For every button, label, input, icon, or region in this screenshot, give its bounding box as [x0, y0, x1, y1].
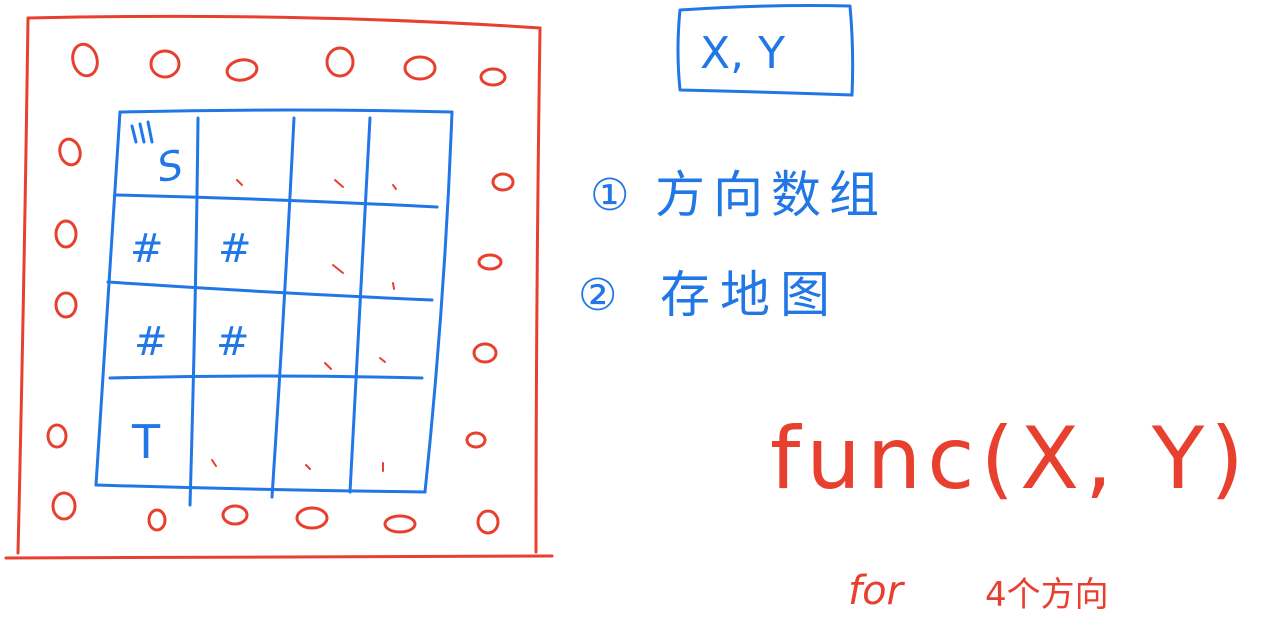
zero-mark: [71, 42, 99, 78]
zero-mark: [54, 291, 78, 319]
wall-label: #: [134, 319, 168, 365]
wall-label: #: [218, 226, 252, 272]
start-label: S: [154, 142, 187, 192]
note-2: ② 存地图: [578, 266, 840, 324]
zero-mark: [295, 506, 329, 530]
zero-mark: [147, 508, 167, 532]
note-1: ① 方向数组: [590, 166, 887, 224]
zero-mark: [479, 67, 507, 87]
function-call: func(X, Y): [770, 409, 1250, 509]
loop-note: for 4个方向: [848, 568, 1109, 615]
note-1-marker: ①: [590, 170, 629, 221]
zero-mark: [58, 137, 82, 167]
zero-mark: [472, 342, 498, 364]
zero-mark: [54, 219, 78, 249]
loop-keyword: for: [848, 568, 906, 614]
zero-mark: [325, 46, 355, 78]
grid-tick-marks: [211, 179, 397, 472]
loop-text: 4个方向: [985, 575, 1109, 615]
zero-mark: [46, 423, 68, 449]
zero-mark: [477, 253, 503, 271]
target-label: T: [131, 415, 161, 469]
wall-label: #: [216, 319, 250, 365]
zero-mark: [465, 431, 487, 449]
outer-border: [4, 14, 554, 560]
zero-mark: [403, 55, 437, 81]
zero-mark: [225, 58, 259, 82]
coordinate-box: X, Y: [676, 4, 855, 97]
border-zeros: [46, 42, 515, 535]
wall-label: #: [130, 226, 164, 272]
note-2-marker: ②: [578, 270, 617, 321]
zero-mark: [491, 172, 515, 192]
start-hatch-marks: [130, 120, 154, 144]
grid-cell-labels: [130, 120, 154, 144]
zero-mark: [51, 491, 77, 521]
note-2-text: 存地图: [660, 266, 840, 324]
coordinate-box-text: X, Y: [700, 28, 785, 79]
zero-mark: [149, 49, 181, 79]
maze-grid: [94, 108, 454, 507]
zero-mark: [476, 509, 500, 535]
note-1-text: 方向数组: [655, 166, 887, 224]
zero-mark: [383, 514, 417, 534]
zero-mark: [221, 504, 249, 526]
